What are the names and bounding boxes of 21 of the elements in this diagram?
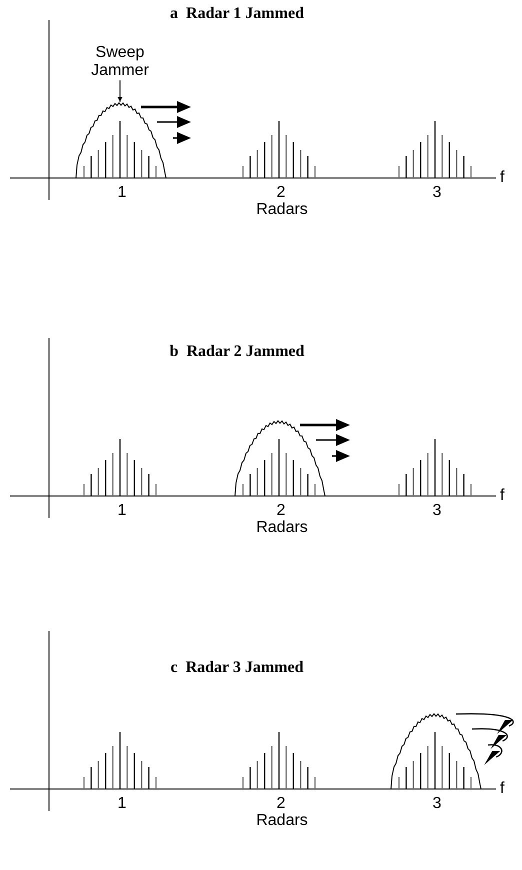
panel-title: b Radar 2 Jammed <box>170 344 304 360</box>
radar-number: 1 <box>118 185 126 201</box>
panel-title: c Radar 3 Jammed <box>170 660 304 676</box>
leader-line <box>118 80 122 102</box>
axis-title: Radars <box>256 813 308 829</box>
callout-text: Sweep Jammer <box>90 44 150 80</box>
radar-number: 2 <box>276 796 286 812</box>
radar-number: 1 <box>118 503 126 519</box>
axis-label: f <box>500 170 504 186</box>
panel-title: a Radar 1 Jammed <box>170 6 304 22</box>
jammer-spectrum-curve <box>76 102 166 178</box>
radar-number: 3 <box>432 796 442 812</box>
radar-number: 1 <box>118 796 126 812</box>
axis-title: Radars <box>256 202 308 218</box>
radar-number: 2 <box>276 185 286 201</box>
axis-label: f <box>500 488 504 504</box>
radar-number: 2 <box>276 503 286 519</box>
radar-number: 3 <box>432 185 442 201</box>
axis-title: Radars <box>256 520 308 536</box>
axis-label: f <box>500 781 504 797</box>
radar-number: 3 <box>432 503 442 519</box>
